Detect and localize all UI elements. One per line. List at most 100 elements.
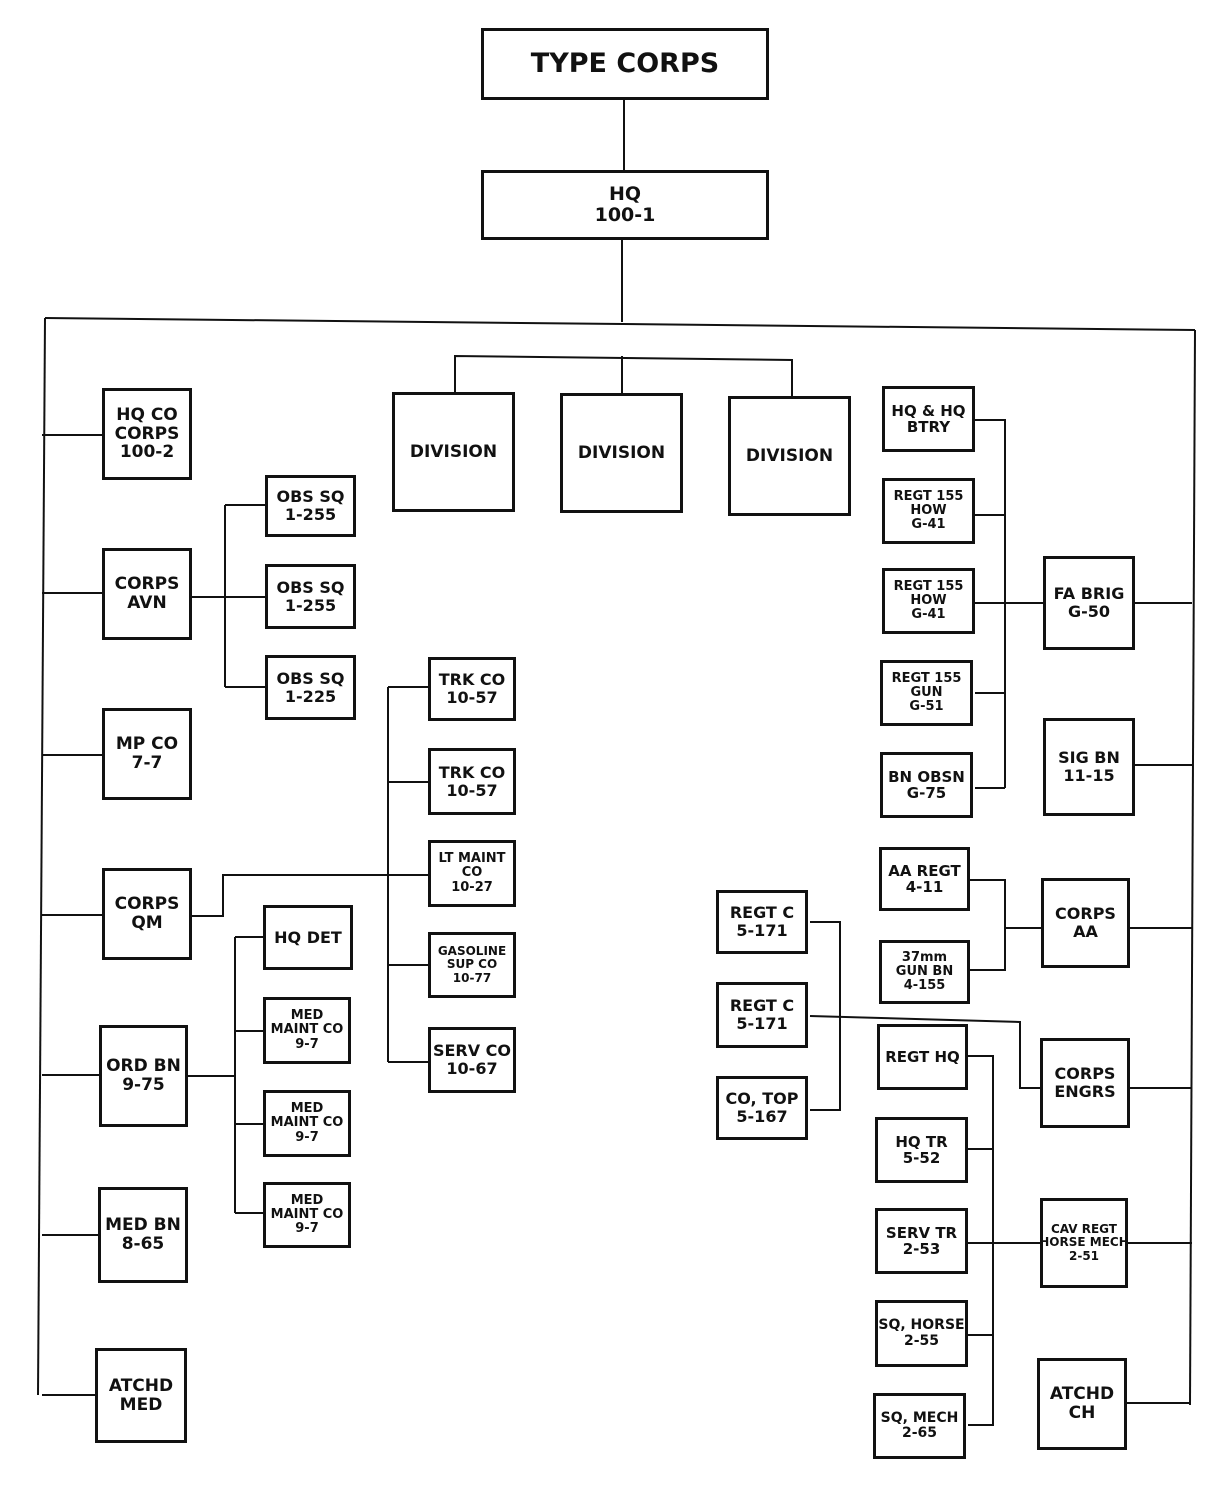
qm-unit-box-3-line-2: CO	[461, 865, 483, 881]
title-box: TYPE CORPS	[481, 28, 769, 100]
qm-unit-box-5-line-1: SERV CO	[432, 1041, 512, 1061]
engr-unit-box-3-line-1: CO, TOP	[725, 1089, 799, 1109]
left-vertical-bus	[37, 317, 46, 1396]
right-unit-box-3-line-1: CORPS	[1055, 904, 1116, 924]
engr-link	[809, 1015, 1040, 1089]
fa-unit-box-3-line-2: HOW	[910, 592, 947, 608]
cav-unit-box-5-line-2: 2-65	[901, 1425, 938, 1441]
left-unit-box-3-line-1: MP CO	[115, 734, 179, 755]
fa-unit-box-1-line-1: HQ & HQ	[891, 401, 966, 420]
ord-unit-box-1-line-1: HQ DET	[274, 927, 342, 947]
ord-unit-box-4-line-3: 9-7	[295, 1221, 319, 1237]
cav-unit-box-5-line-1: SQ, MECH	[880, 1409, 959, 1426]
left-unit-box-5-line-2: 9-75	[122, 1075, 165, 1095]
ord-unit-box-3-line-2: MAINT CO	[270, 1115, 344, 1131]
right-unit-box-5-line-3: 2-51	[1068, 1248, 1100, 1263]
right-unit-box-2-line-2: 11-15	[1063, 766, 1115, 785]
fa-unit-box-2-line-2: HOW	[910, 502, 947, 518]
division-bus	[454, 354, 793, 396]
left-unit-box-7-line-1: ATCHD	[108, 1375, 174, 1396]
cav-unit-box-3-line-2: 2-53	[902, 1240, 941, 1258]
cav-unit-box-4-line-2: 2-55	[903, 1332, 940, 1349]
right-unit-box-2-line-1: SIG BN	[1058, 748, 1120, 768]
left-unit-box-3-line-2: 7-7	[131, 753, 163, 773]
division-box-3: DIVISION	[728, 396, 851, 516]
left-unit-box-5-line-1: ORD BN	[106, 1056, 181, 1077]
qm-unit-box-2-line-2: 10-57	[446, 780, 498, 800]
qm-unit-box-3-line-1: LT MAINT	[438, 851, 506, 867]
obs-squadron-box-3-line-1: OBS SQ	[276, 668, 345, 688]
left-unit-box-6-line-1: MED BN	[105, 1215, 181, 1236]
qm-unit-box-1-line-2: 10-57	[446, 688, 498, 707]
engr-unit-box-3-line-2: 5-167	[736, 1107, 788, 1126]
fa-unit-box-3-line-1: REGT 155	[893, 578, 964, 594]
cav-unit-box-1-line-1: REGT HQ	[885, 1047, 960, 1066]
aa-unit-box-1-line-2: 4-11	[905, 878, 944, 896]
right-unit-box-1-line-1: FA BRIG	[1053, 584, 1125, 604]
left-unit-box-7-line-2: MED	[119, 1394, 163, 1415]
right-unit-box-5-line-2: HORSE MECH	[1039, 1235, 1129, 1250]
division-box-1-line-1: DIVISION	[409, 441, 498, 462]
ord-unit-box-4-line-2: MAINT CO	[270, 1206, 344, 1222]
cav-unit-box-2-line-1: HQ TR	[895, 1132, 948, 1151]
engr-unit-box-2-line-1: REGT C	[729, 996, 795, 1016]
qm-unit-box-2-line-1: TRK CO	[438, 762, 506, 782]
right-unit-box-1-line-2: G-50	[1067, 602, 1111, 621]
hq-box-line-1: HQ	[608, 183, 642, 206]
engr-unit-box-1-line-2: 5-171	[736, 921, 788, 940]
hq-box-line-2: 100-1	[594, 204, 656, 226]
fa-unit-box-4-line-3: G-51	[909, 699, 944, 715]
obs-squadron-box-1-line-2: 1-255	[284, 505, 337, 524]
aa-unit-box-2-line-2: GUN BN	[895, 963, 954, 979]
right-unit-box-4-line-1: CORPS	[1054, 1064, 1116, 1084]
fa-unit-box-3-line-3: G-41	[911, 607, 946, 623]
engr-unit-box-1-line-1: REGT C	[729, 903, 795, 923]
ord-unit-box-4-line-1: MED	[290, 1192, 324, 1208]
obs-squadron-box-2-line-2: 1-255	[284, 595, 337, 615]
division-box-3-line-1: DIVISION	[745, 445, 834, 466]
aa-unit-box-2-line-3: 4-155	[903, 978, 946, 994]
division-box-2: DIVISION	[560, 393, 683, 513]
aa-unit-box-1-line-1: AA REGT	[888, 861, 961, 880]
right-unit-box-6-line-1: ATCHD	[1049, 1384, 1115, 1405]
left-unit-box-1-line-3: 100-2	[119, 442, 175, 463]
fa-unit-box-2-line-3: G-41	[911, 517, 946, 533]
right-vertical-bus	[1189, 329, 1196, 1406]
engr-unit-box-2-line-2: 5-171	[736, 1014, 788, 1033]
ord-unit-box-2-line-2: MAINT CO	[270, 1022, 344, 1038]
left-unit-box-4-line-1: CORPS	[114, 894, 180, 915]
right-unit-box-5-line-1: CAV REGT	[1050, 1222, 1117, 1237]
cav-vertical-bus	[968, 1055, 994, 1426]
qm-unit-box-4-line-1: GASOLINE	[437, 944, 507, 959]
obs-squadron-box-2-line-1: OBS SQ	[276, 577, 345, 597]
right-unit-box-4-line-2: ENGRS	[1054, 1082, 1116, 1101]
fa-unit-box-4-line-1: REGT 155	[891, 670, 962, 686]
